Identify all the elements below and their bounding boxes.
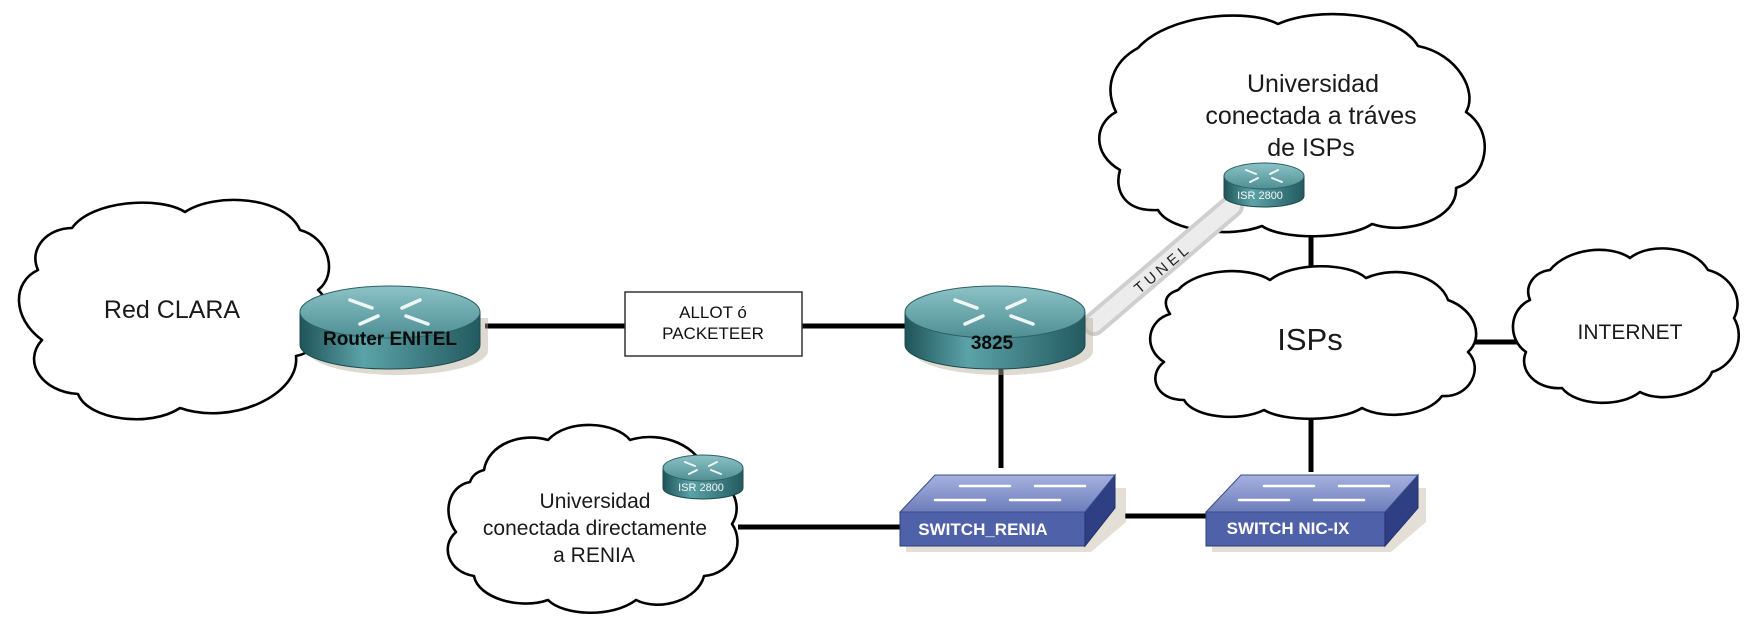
cloud-red-clara: Red CLARA — [17, 198, 331, 421]
cloud-isps-university-line2: conectada a tráves — [1205, 102, 1416, 130]
switch-renia[interactable]: SWITCH_RENIA — [898, 473, 1126, 552]
router-arrows-icon — [953, 298, 1035, 326]
allot-packeteer-line2: PACKETEER — [662, 324, 764, 343]
router-enitel-label: Router ENITEL — [323, 329, 457, 350]
cloud-renia-university-line1: Universidad — [540, 490, 651, 513]
switch-nicix-label: SWITCH NIC-IX — [1227, 519, 1350, 538]
cloud-isps-university: Universidad conectada a tráves de ISPs — [1097, 12, 1486, 238]
router-arrows-icon — [348, 298, 430, 326]
router-isr-top-label: ISR 2800 — [1237, 190, 1283, 202]
router-isr-bottom[interactable]: ISR 2800 — [662, 454, 744, 500]
router-isr-top[interactable]: ISR 2800 — [1223, 162, 1305, 208]
switch-nicix[interactable]: SWITCH NIC-IX — [1204, 473, 1426, 552]
switch-arrows-icon — [933, 484, 1087, 502]
cloud-internet: INTERNET — [1511, 247, 1740, 405]
cloud-red-clara-label: Red CLARA — [104, 296, 240, 324]
allot-packeteer-box: ALLOT ó PACKETEER — [624, 291, 803, 357]
switch-arrows-icon — [1237, 484, 1391, 502]
switch-renia-label: SWITCH_RENIA — [918, 520, 1047, 539]
cloud-isps: ISPs — [1148, 264, 1478, 421]
router-arrows-icon — [1245, 169, 1283, 183]
allot-packeteer-line1: ALLOT ó — [679, 303, 747, 322]
cloud-isps-label: ISPs — [1277, 322, 1342, 357]
cloud-isps-university-line1: Universidad — [1247, 70, 1379, 98]
router-3825[interactable]: 3825 — [904, 285, 1093, 375]
cloud-isps-university-line3: de ISPs — [1267, 134, 1355, 162]
cloud-renia-university: Universidad conectada directamente a REN… — [446, 423, 739, 615]
router-3825-label: 3825 — [971, 333, 1014, 354]
cloud-renia-university-line3: a RENIA — [553, 544, 635, 567]
router-isr-bottom-label: ISR 2800 — [678, 482, 724, 494]
cloud-renia-university-line2: conectada directamente — [483, 517, 707, 540]
cloud-internet-label: INTERNET — [1578, 321, 1683, 344]
router-enitel[interactable]: Router ENITEL — [299, 285, 488, 375]
router-arrows-icon — [684, 461, 722, 475]
